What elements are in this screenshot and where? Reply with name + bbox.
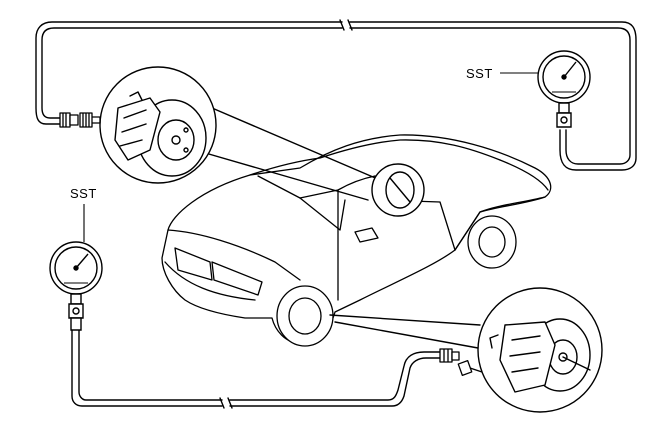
- callout-pointer-lower: [195, 150, 368, 200]
- lower-fitting-nut: [440, 349, 452, 362]
- gauge-upper-needle: [564, 62, 576, 77]
- gauge-lower-needle: [76, 254, 88, 268]
- callout-pointer-lower-a: [330, 315, 480, 325]
- callout-pointer-lower-b: [335, 322, 478, 348]
- lower-hose-outer: [72, 330, 440, 406]
- front-wheel: [277, 286, 333, 346]
- sst-label-upper: SST: [466, 66, 493, 81]
- car-illustration: [162, 135, 551, 346]
- car-window: [300, 198, 345, 230]
- front-brake-callout: [330, 288, 602, 412]
- car-trunk: [455, 197, 545, 250]
- car-bumper: [165, 262, 255, 300]
- car-hood: [168, 230, 300, 280]
- callout-pointer-upper: [205, 105, 380, 180]
- upper-fitting-body: [70, 115, 78, 125]
- lower-hose-inner: [79, 330, 440, 400]
- fittings: [60, 113, 482, 375]
- lower-fitting-body: [452, 352, 459, 360]
- gauge-lower-stem: [71, 294, 81, 304]
- rear-wheel: [468, 216, 516, 268]
- rear-brake-callout: [100, 67, 424, 216]
- upper-hose-outer: [42, 28, 630, 164]
- rear-wheel-inner: [479, 227, 505, 257]
- hoses: [36, 20, 636, 408]
- front-wheel-inner: [289, 298, 321, 334]
- car-headlight: [212, 262, 262, 295]
- gauge-lower: [50, 242, 102, 330]
- car-rear: [500, 160, 548, 190]
- car-mirror: [355, 228, 378, 242]
- car-grille: [175, 248, 212, 280]
- gauge-upper-stem: [559, 103, 569, 113]
- upper-fitting-nut: [60, 113, 70, 127]
- sst-label-lower: SST: [70, 186, 97, 201]
- lower-adapter: [458, 361, 472, 376]
- label-leaders: [84, 73, 538, 242]
- car-roof: [250, 140, 500, 175]
- gauge-upper: [538, 51, 590, 127]
- upper-hose-inner: [36, 22, 636, 170]
- highlight-circle-rear: [372, 164, 424, 216]
